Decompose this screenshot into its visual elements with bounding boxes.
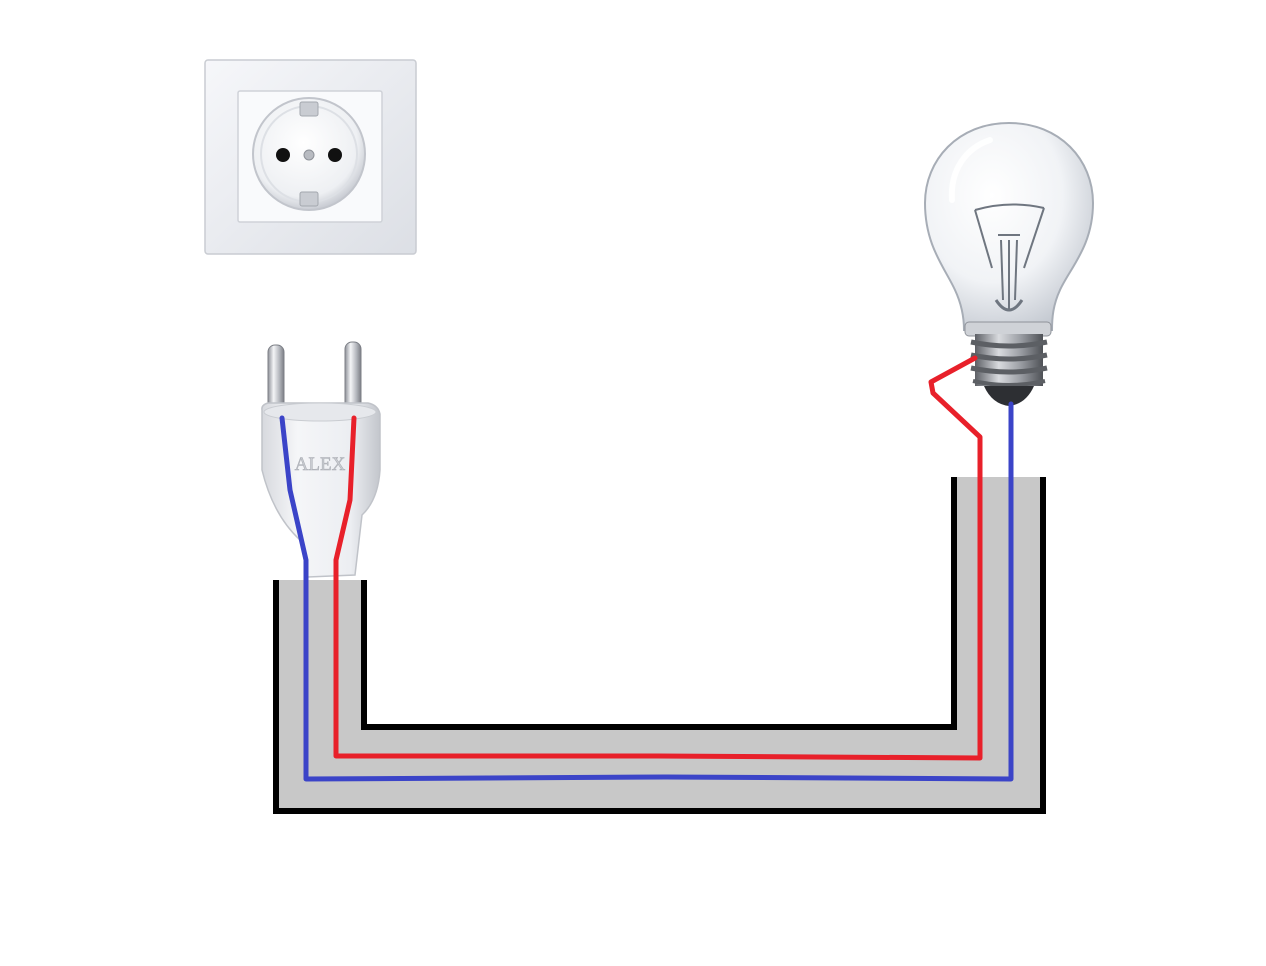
filament-icon — [974, 203, 1045, 312]
earth-clip-bottom — [299, 191, 319, 207]
cable-outline-inner — [361, 477, 957, 730]
cable-outline-outer — [273, 477, 1046, 814]
blue-wire — [279, 401, 1014, 782]
plug: ALEX — [261, 341, 381, 578]
cable — [273, 477, 1046, 814]
wires — [279, 355, 1014, 782]
earth-clip-top — [299, 101, 319, 117]
socket-hole-left — [276, 148, 290, 162]
bulb-neck — [964, 321, 1052, 337]
light-bulb — [923, 121, 1095, 406]
cable-sheath — [276, 477, 1043, 811]
red-wire — [333, 355, 983, 761]
socket-hole-right — [328, 148, 342, 162]
plug-brand-mark: ALEX — [295, 454, 346, 475]
wall-socket — [204, 59, 417, 255]
bulb-contact — [984, 386, 1034, 406]
bulb-screw-base — [970, 334, 1048, 387]
socket-center-screw — [303, 149, 315, 161]
plug-collar — [263, 402, 377, 422]
bulb-highlight — [948, 137, 993, 203]
plug-body — [261, 402, 381, 578]
